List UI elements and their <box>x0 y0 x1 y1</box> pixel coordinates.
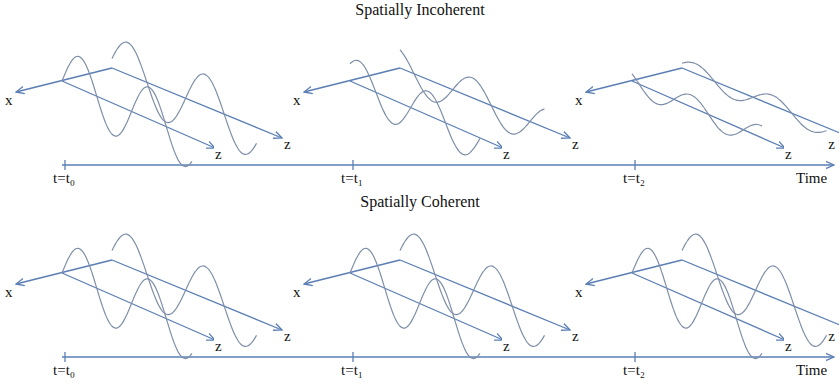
axis-label: x <box>292 284 302 301</box>
axis-label: Time <box>795 170 828 187</box>
axis-label: z <box>502 146 511 163</box>
x-axis <box>586 260 682 284</box>
axis-label: x <box>292 92 302 109</box>
axis-label: t=t₁ <box>340 362 364 379</box>
z-axis <box>62 273 215 340</box>
axis-label: t=t₁ <box>340 170 364 187</box>
axis-label: x <box>4 284 14 301</box>
wave <box>632 248 762 358</box>
wave <box>62 56 192 166</box>
axis-label: x <box>574 284 584 301</box>
z-axis <box>400 260 570 330</box>
time-tick <box>634 352 635 362</box>
wave <box>682 234 827 346</box>
axis-label: z <box>784 146 793 163</box>
time-tick <box>352 352 353 362</box>
time-tick <box>634 160 635 170</box>
z-axis <box>400 68 570 138</box>
x-axis <box>304 260 400 284</box>
time-axis <box>62 356 834 357</box>
wave <box>350 248 480 358</box>
time-tick <box>352 160 353 170</box>
axis-label: t=t₀ <box>52 170 76 187</box>
axis-label: z <box>214 146 223 163</box>
x-axis <box>586 68 682 92</box>
axis-label: z <box>214 338 223 355</box>
z-axis <box>112 260 282 330</box>
wave <box>112 42 257 154</box>
time-tick <box>64 160 65 170</box>
row-heading: Spatially Coherent <box>359 193 481 210</box>
axis-label: z <box>827 136 836 153</box>
axis-label: x <box>574 92 584 109</box>
wave <box>400 234 545 346</box>
axis-label: t=t₂ <box>622 170 646 187</box>
wave <box>682 62 827 132</box>
wave <box>62 248 192 358</box>
z-axis <box>112 68 282 138</box>
axis-label: t=t₂ <box>622 362 646 379</box>
axis-label: Time <box>795 362 828 379</box>
axis-label: z <box>283 328 292 345</box>
axis-label: x <box>4 92 14 109</box>
axis-label: z <box>571 328 580 345</box>
axis-label: z <box>502 338 511 355</box>
z-axis <box>682 68 839 138</box>
wave <box>112 234 257 346</box>
time-tick <box>64 352 65 362</box>
axis-label: t=t₀ <box>52 362 76 379</box>
axis-label: z <box>827 328 836 345</box>
x-axis <box>16 260 112 284</box>
wave <box>632 74 762 135</box>
wave <box>400 50 545 134</box>
z-axis <box>62 81 215 148</box>
z-axis <box>350 273 503 340</box>
z-axis <box>632 273 785 340</box>
axis-label: z <box>283 136 292 153</box>
row-heading: Spatially Incoherent <box>354 1 485 18</box>
axis-label: z <box>571 136 580 153</box>
x-axis <box>304 68 400 92</box>
axis-label: z <box>784 338 793 355</box>
time-axis <box>62 164 834 165</box>
x-axis <box>16 68 112 92</box>
